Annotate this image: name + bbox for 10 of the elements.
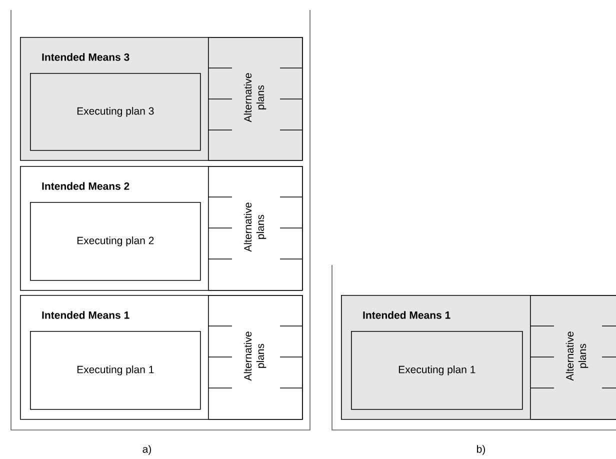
plan-box: Executing plan 2 (30, 202, 201, 281)
alternative-plans-column: Alternative plans (530, 295, 616, 420)
alternative-plans-column: Alternative plans (208, 37, 303, 161)
panel-label: a) (142, 445, 151, 455)
plan-box: Executing plan 1 (30, 331, 201, 410)
alternative-plans-column: Alternative plans (208, 166, 303, 291)
alternative-plans-column: Alternative plans (208, 295, 303, 420)
panel-label: b) (477, 445, 485, 455)
plan-box: Executing plan 1 (351, 331, 523, 410)
plan-box: Executing plan 3 (30, 73, 201, 151)
